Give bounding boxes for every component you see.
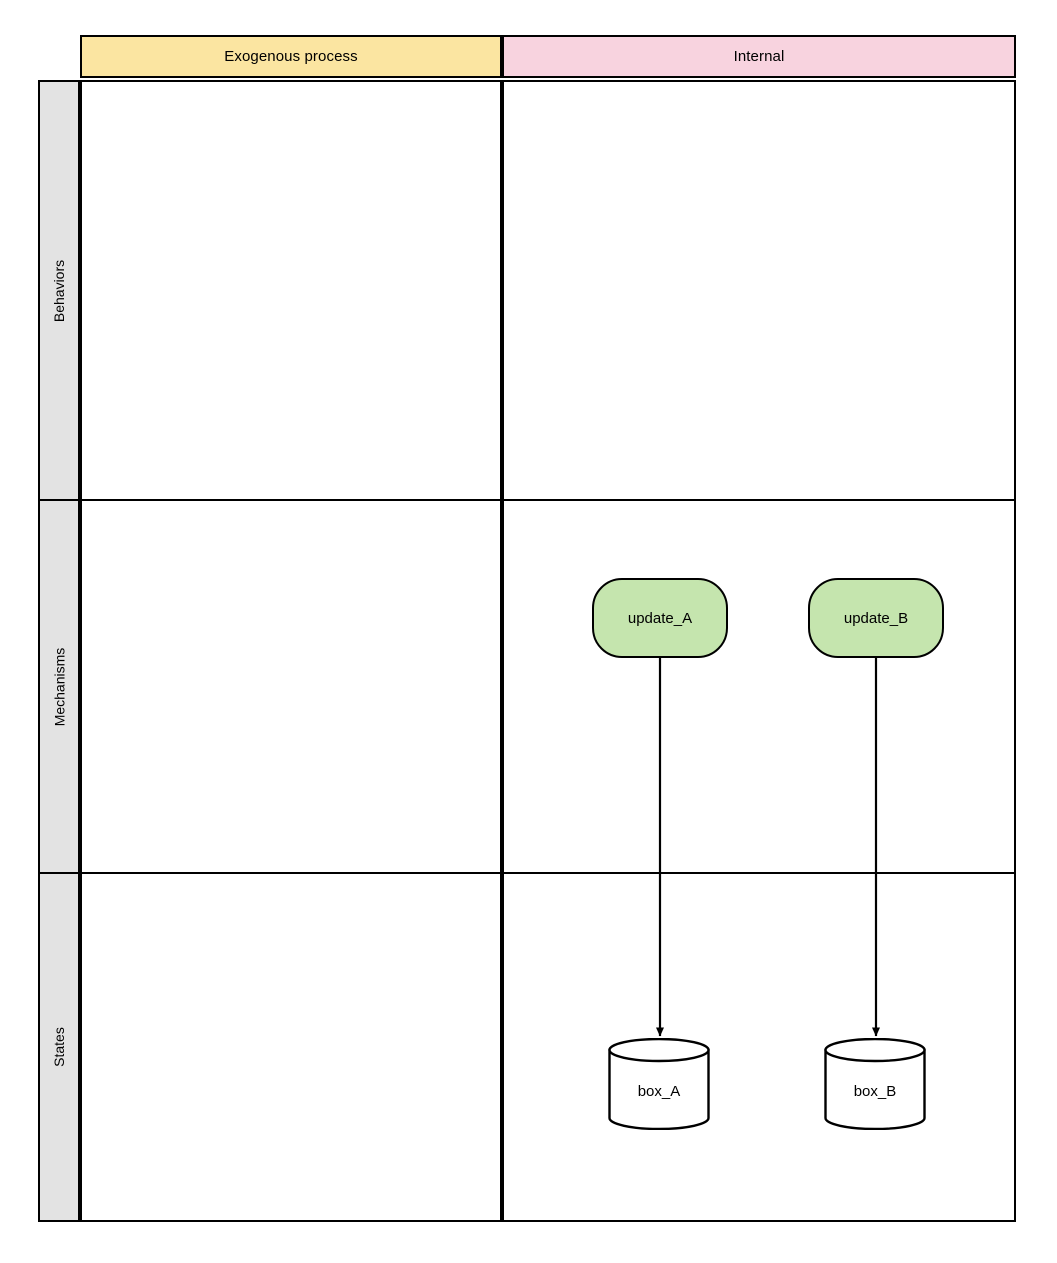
- row-label-behaviors-text: Behaviors: [51, 259, 68, 322]
- node-box-a[interactable]: box_A: [608, 1038, 710, 1130]
- node-update-a-label: update_A: [627, 609, 693, 627]
- cylinder-icon: [608, 1038, 710, 1130]
- node-box-b-label-wrap: box_B: [824, 1038, 926, 1130]
- cell-behaviors-internal[interactable]: [502, 80, 1016, 501]
- node-update-b-label: update_B: [843, 609, 909, 627]
- node-update-b[interactable]: update_B: [808, 578, 944, 658]
- column-header-exogenous-label: Exogenous process: [224, 48, 358, 65]
- column-header-internal-label: Internal: [733, 48, 785, 65]
- row-label-behaviors[interactable]: Behaviors: [38, 80, 80, 501]
- column-header-internal[interactable]: Internal: [502, 35, 1016, 78]
- node-box-a-label-wrap: box_A: [608, 1038, 710, 1130]
- row-label-mechanisms[interactable]: Mechanisms: [38, 499, 80, 874]
- node-update-a[interactable]: update_A: [592, 578, 728, 658]
- cell-states-exogenous[interactable]: [80, 872, 502, 1222]
- column-header-exogenous-process[interactable]: Exogenous process: [80, 35, 502, 78]
- row-label-states[interactable]: States: [38, 872, 80, 1222]
- row-label-states-text: States: [51, 1027, 68, 1067]
- cell-mechanisms-internal[interactable]: [502, 499, 1016, 874]
- node-box-b[interactable]: box_B: [824, 1038, 926, 1130]
- cell-states-internal[interactable]: [502, 872, 1016, 1222]
- node-box-a-label: box_A: [637, 1082, 681, 1100]
- cylinder-icon: [824, 1038, 926, 1130]
- node-box-b-label: box_B: [853, 1082, 897, 1100]
- cell-behaviors-exogenous[interactable]: [80, 80, 502, 501]
- row-label-mechanisms-text: Mechanisms: [51, 647, 67, 726]
- cell-mechanisms-exogenous[interactable]: [80, 499, 502, 874]
